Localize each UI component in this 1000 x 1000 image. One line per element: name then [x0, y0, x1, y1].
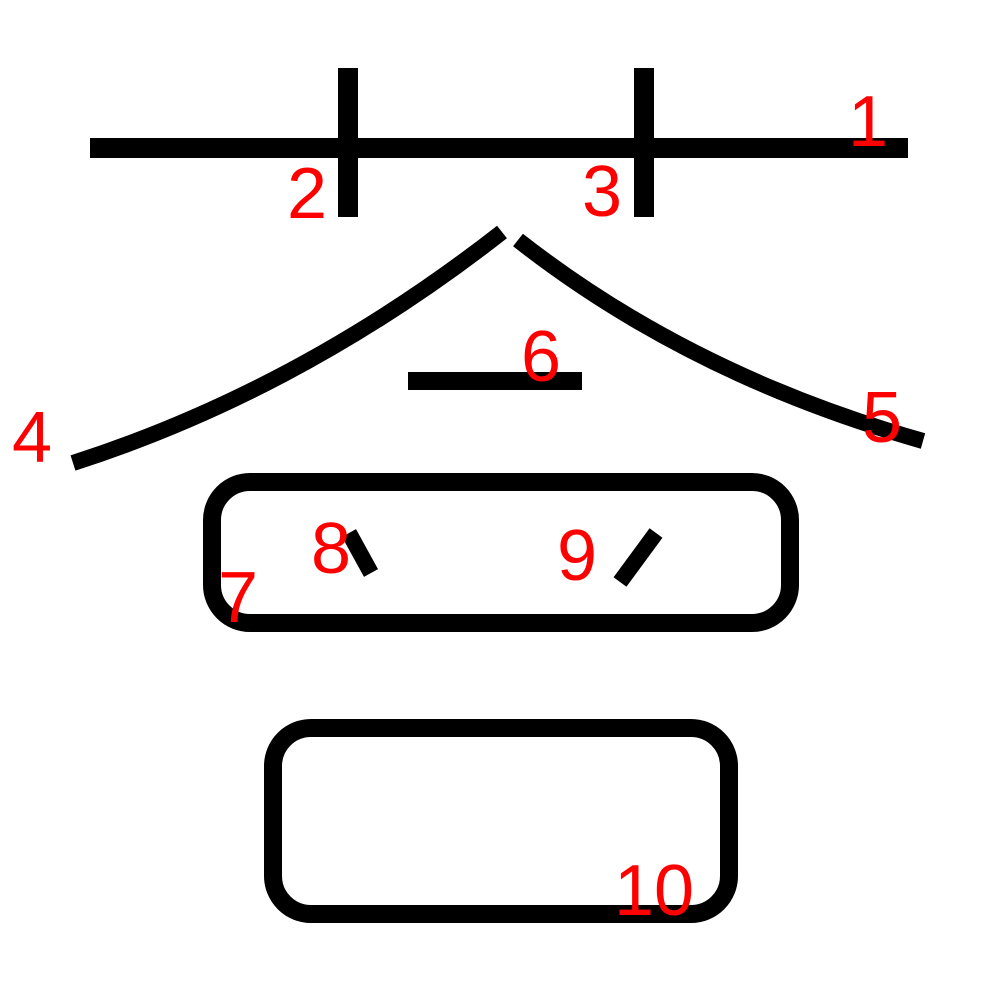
stroke-label-1: 1	[848, 82, 888, 162]
stroke-label-2: 2	[287, 154, 327, 234]
stroke-label-7: 7	[218, 558, 258, 638]
stroke-label-4: 4	[12, 398, 52, 478]
stroke-label-9: 9	[557, 516, 597, 596]
stroke-label-10: 10	[614, 851, 694, 931]
stroke-9	[613, 528, 663, 587]
stroke-7	[203, 473, 799, 632]
stroke-8	[341, 529, 379, 577]
stroke-label-8: 8	[311, 509, 351, 589]
stroke-5	[513, 233, 926, 449]
stroke-label-3: 3	[582, 152, 622, 232]
stroke-10	[264, 719, 738, 923]
stroke-4	[70, 225, 507, 471]
stroke-label-6: 6	[521, 317, 561, 397]
stroke-label-5: 5	[862, 378, 902, 458]
